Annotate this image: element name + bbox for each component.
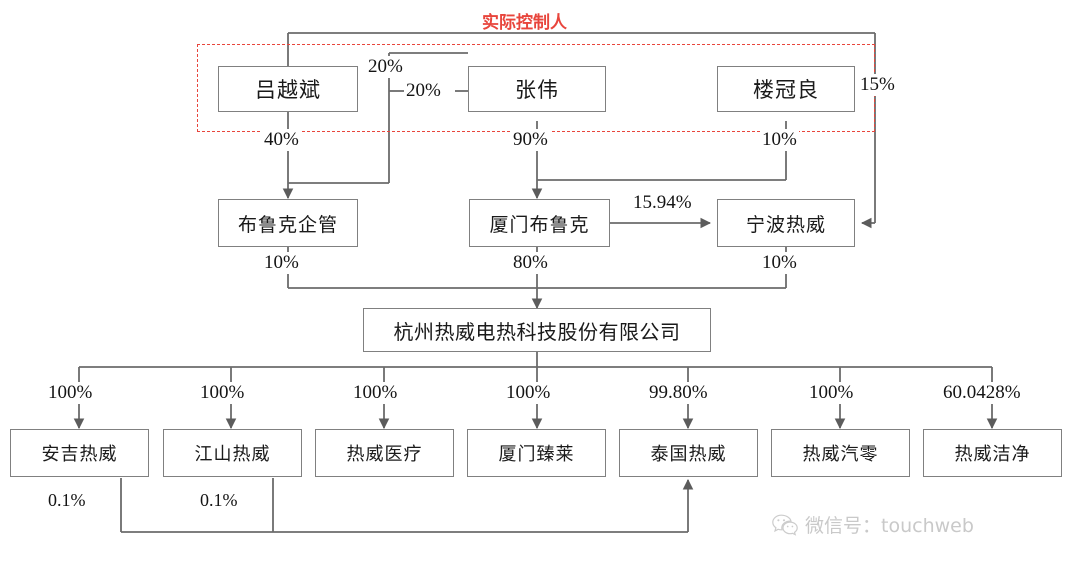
edge-label-lyuyuebin-to-bulukeqiguan: 40% (262, 129, 301, 151)
edge-label-xiamenbuluke-to-ningbo: 15.94% (631, 192, 694, 214)
entity-box-issuer[interactable]: 杭州热威电热科技股份有限公司 (363, 308, 711, 352)
entity-label: 厦门臻莱 (498, 444, 575, 465)
actual-controller-label: 实际控制人 (482, 13, 567, 33)
entity-box-ningborewei[interactable]: 宁波热威 (717, 199, 855, 247)
stake-label-xiamenzhenlai: 100% (504, 382, 553, 404)
watermark-text: 微信号：touchweb (805, 515, 974, 537)
entity-label: 张伟 (515, 78, 559, 102)
entity-box-reweiqiling[interactable]: 热威汽零 (771, 429, 910, 477)
entity-box-xiamenbuluke[interactable]: 厦门布鲁克 (469, 199, 610, 247)
entity-box-anjirewei[interactable]: 安吉热威 (10, 429, 149, 477)
entity-box-reweiyiliao[interactable]: 热威医疗 (315, 429, 454, 477)
entity-box-jiangshanrewei[interactable]: 江山热威 (163, 429, 302, 477)
entity-box-zhangwei[interactable]: 张伟 (468, 66, 606, 112)
entity-box-louguanliang[interactable]: 楼冠良 (717, 66, 855, 112)
edge-label-zhangwei-to-xiamenbuluke: 90% (511, 129, 550, 151)
entity-label: 江山热威 (194, 444, 271, 465)
entity-label: 热威医疗 (346, 444, 423, 465)
edge-label-lou-to-ningbo-direct: 15% (858, 74, 897, 96)
entity-label: 泰国热威 (650, 444, 727, 465)
entity-label: 杭州热威电热科技股份有限公司 (393, 319, 681, 344)
edge-label-zhangwei-to-lyuyuebin: 20% (404, 80, 443, 102)
edge-label-ningbo-to-issuer: 10% (760, 252, 799, 274)
stake-label-reweiyiliao: 100% (351, 382, 400, 404)
stake-label-reweijiejing: 60.0428% (941, 382, 1023, 404)
stake-label-jiangshanrewei: 100% (198, 382, 247, 404)
entity-label: 布鲁克企管 (237, 213, 338, 236)
entity-label: 吕越斌 (255, 78, 321, 102)
entity-label: 安吉热威 (41, 444, 118, 465)
entity-label: 厦门布鲁克 (489, 213, 590, 236)
edge-label-anji-to-taiguo: 0.1% (46, 490, 88, 511)
stake-label-reweiqiling: 100% (807, 382, 856, 404)
entity-box-bulukeqiguan[interactable]: 布鲁克企管 (218, 199, 358, 247)
watermark: 微信号：touchweb (772, 511, 974, 538)
edge-label-zhangwei-to-bulukeqiguan: 20% (366, 56, 405, 78)
entity-box-reweijiejing[interactable]: 热威洁净 (923, 429, 1062, 477)
wechat-icon (772, 514, 798, 536)
entity-box-taiguorewei[interactable]: 泰国热威 (619, 429, 758, 477)
stake-label-anjirewei: 100% (46, 382, 95, 404)
stake-label-taiguorewei: 99.80% (647, 382, 710, 404)
entity-label: 热威洁净 (954, 444, 1031, 465)
entity-box-xiamenzhenlai[interactable]: 厦门臻莱 (467, 429, 606, 477)
edge-label-jiangshan-to-taiguo: 0.1% (198, 490, 240, 511)
edge-label-lou-to-ningbo-top: 10% (760, 129, 799, 151)
entity-box-lyuyuebin[interactable]: 吕越斌 (218, 66, 358, 112)
entity-label: 宁波热威 (745, 213, 826, 236)
edge-label-bulukeqiguan-to-issuer: 10% (262, 252, 301, 274)
entity-label: 楼冠良 (753, 78, 819, 102)
edge-label-xiamenbuluke-to-issuer: 80% (511, 252, 550, 274)
entity-label: 热威汽零 (802, 444, 879, 465)
